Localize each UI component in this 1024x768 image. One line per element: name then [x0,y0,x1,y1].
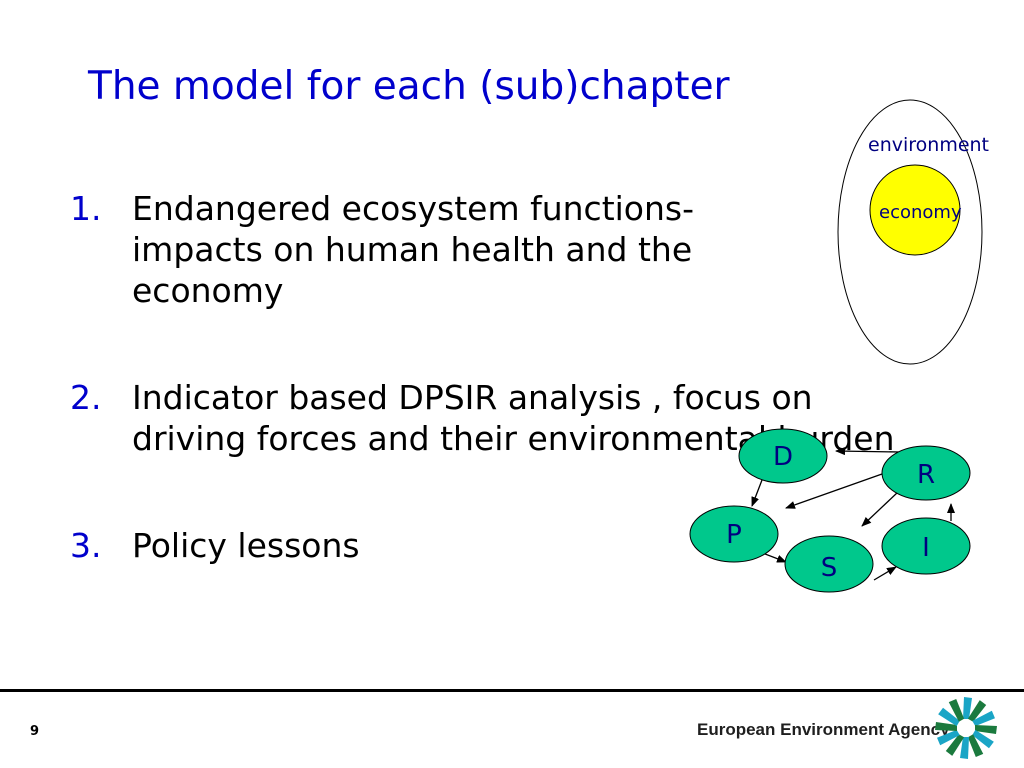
logo-ray [937,729,960,746]
logo-rays [935,697,997,759]
node-p [689,505,779,563]
logo-ray [972,710,995,727]
arrow-r-to-s [861,491,899,527]
arrow-d-to-p [751,479,763,507]
environment-label: environment [868,134,989,156]
slide-title: The model for each (sub)chapter [88,64,730,109]
logo-ray [938,707,960,727]
numbered-list: 1. Endangered ecosystem functions- impac… [70,188,920,566]
footer-divider [0,689,1024,692]
economy-circle [869,164,961,256]
logo-ray [948,699,965,722]
logo-ray [935,722,957,731]
node-r [881,445,971,501]
list-text: Policy lessons [132,526,360,565]
list-item: 1. Endangered ecosystem functions- impac… [70,188,920,311]
logo-ray [967,700,987,722]
logo-ray [963,697,972,719]
node-i-label: I [922,533,930,563]
logo-ray [972,729,994,749]
list-number: 3. [70,526,102,565]
logo-ray [960,737,969,759]
page-number: 9 [30,724,40,739]
logo-ray [975,725,997,734]
logo-ray [945,734,965,756]
economy-label: economy [879,202,962,223]
list-number: 1. [70,189,102,228]
node-i [881,517,971,575]
node-d [738,428,828,484]
node-p-label: P [726,520,742,550]
node-r-label: R [917,460,935,490]
logo-ray [967,734,984,757]
venn-diagram: environment economy [837,99,989,365]
dpsir-diagram: D R P I S [689,428,971,593]
diagrams: environment economy D R P I S [689,99,989,593]
node-d-label: D [773,442,793,472]
node-s-label: S [821,553,838,583]
list-text: Endangered ecosystem functions- impacts … [132,189,695,310]
arrow-s-to-i [873,566,897,581]
list-number: 2. [70,378,102,417]
node-s [784,535,874,593]
logo-center [959,721,973,735]
eea-logo-icon [935,697,997,759]
arrow-r-to-p [785,473,883,509]
agency-name: European Environment Agency [697,720,950,739]
list-item: 3. Policy lessons [70,525,920,566]
arrow-r-to-d [835,447,901,456]
